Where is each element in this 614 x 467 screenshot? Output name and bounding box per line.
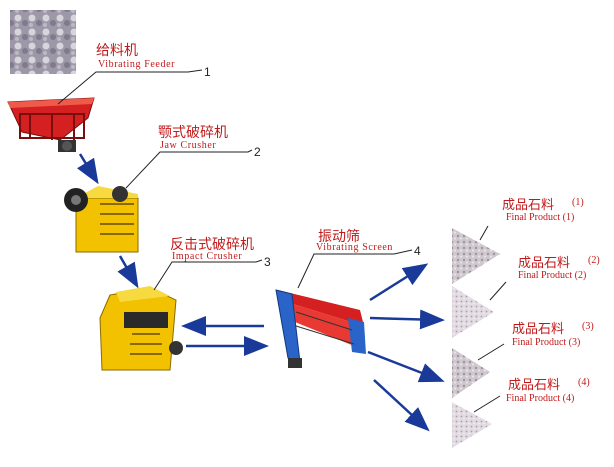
- product-3-label-cn: 成品石料: [512, 322, 565, 337]
- flow-arrow-jaw-to-impact: [117, 255, 139, 289]
- leader-line-p4: [473, 395, 501, 413]
- leader-line-p1: [479, 225, 489, 241]
- product-4-label-en: Final Product (4): [506, 393, 575, 404]
- final-product-2-pile: [452, 286, 494, 338]
- product-1-number: (1): [572, 197, 584, 208]
- vibrating-screen-label-en: Vibrating Screen: [316, 242, 394, 253]
- impact-crusher-icon: [99, 286, 183, 371]
- flow-arrow-to-product-4: [373, 379, 430, 432]
- impact-crusher-label-en: Impact Crusher: [172, 251, 243, 262]
- leader-line-2: [125, 149, 253, 189]
- final-product-1-pile: [452, 228, 500, 284]
- product-2-label-cn: 成品石料: [518, 256, 571, 271]
- leader-line-1: [57, 69, 203, 105]
- jaw-crusher-icon: [64, 186, 139, 253]
- raw-stone-image: [10, 10, 76, 74]
- leader-line-3: [153, 259, 263, 291]
- jaw-crusher-label-cn: 颚式破碎机: [158, 125, 228, 141]
- flow-arrow-to-product-2: [369, 309, 445, 330]
- vibrating-screen-icon: [275, 289, 366, 368]
- vibrating-feeder-icon: [7, 97, 95, 152]
- final-product-4-pile: [452, 402, 492, 448]
- product-3-number: (3): [582, 321, 594, 332]
- impact-crusher-label-cn: 反击式破碎机: [170, 237, 254, 253]
- vibrating-screen-number: 4: [414, 244, 421, 258]
- product-4-label-cn: 成品石料: [508, 378, 561, 393]
- product-2-label-en: Final Product (2): [518, 270, 587, 281]
- jaw-crusher-number: 2: [254, 145, 261, 159]
- feeder-number: 1: [204, 65, 211, 79]
- impact-crusher-number: 3: [264, 255, 271, 269]
- leader-line-p2: [489, 281, 507, 301]
- product-2-number: (2): [588, 255, 600, 266]
- product-1-label-cn: 成品石料: [502, 198, 555, 213]
- leader-line-4: [297, 249, 413, 289]
- flow-arrow-feeder-to-jaw: [77, 153, 99, 185]
- product-3-label-en: Final Product (3): [512, 337, 581, 348]
- vibrating-screen-label-cn: 振动筛: [318, 229, 360, 245]
- product-1-label-en: Final Product (1): [506, 212, 575, 223]
- final-product-3-pile: [452, 348, 490, 398]
- feeder-label-en: Vibrating Feeder: [98, 59, 176, 70]
- product-4-number: (4): [578, 377, 590, 388]
- flow-arrow-to-product-1: [369, 263, 429, 302]
- flow-arrow-to-product-3: [367, 350, 445, 383]
- feeder-label-cn: 给料机: [96, 43, 138, 59]
- leader-line-p3: [477, 343, 505, 361]
- jaw-crusher-label-en: Jaw Crusher: [160, 140, 217, 151]
